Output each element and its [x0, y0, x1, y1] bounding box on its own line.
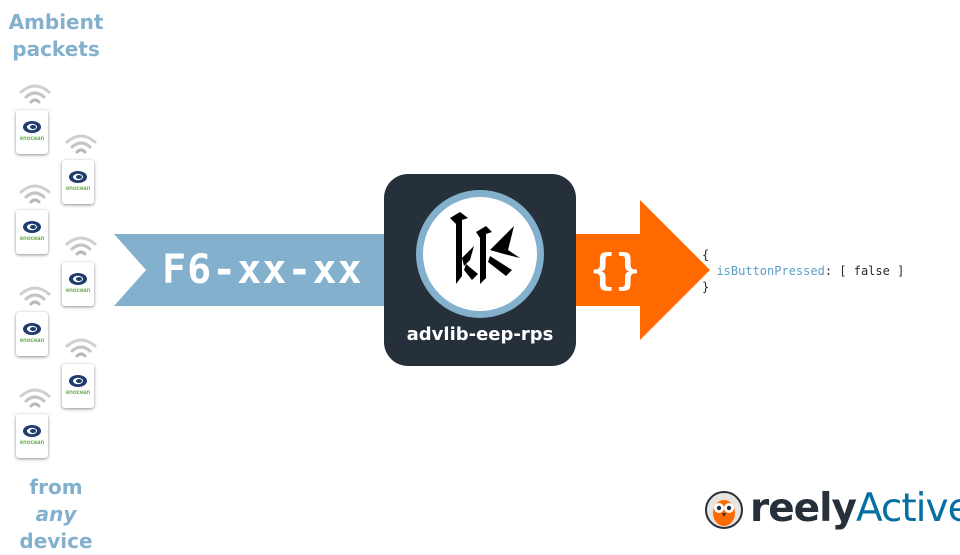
input-caption-line2: packets [12, 37, 100, 61]
advlib-logo-icon [416, 190, 544, 318]
enocean-device: enocean [16, 210, 48, 254]
brand-wordmark: reelyActive [750, 484, 960, 534]
enocean-logo-icon: enocean [66, 171, 90, 192]
wifi-signal-icon [65, 236, 97, 256]
device-brand-label: enocean [66, 288, 90, 294]
enocean-device: enocean [62, 364, 94, 408]
enocean-logo-icon: enocean [20, 425, 44, 446]
enocean-logo-icon: enocean [20, 221, 44, 242]
json-value: : [ false ] [824, 264, 905, 278]
brand-part2: Active [855, 486, 960, 531]
library-name: advlib-eep-rps [406, 324, 554, 345]
input-arrow [114, 200, 710, 340]
enocean-logo-icon: enocean [20, 323, 44, 344]
wifi-signal-icon [19, 84, 51, 104]
input-caption-line1: Ambient [8, 10, 104, 34]
library-box: advlib-eep-rps [384, 174, 576, 366]
enocean-logo-icon: enocean [20, 121, 44, 142]
enocean-device: enocean [62, 262, 94, 306]
owl-logo-icon [705, 491, 743, 529]
wifi-signal-icon [65, 134, 97, 154]
output-json: { isButtonPressed: [ false ] } [702, 247, 904, 295]
enocean-device: enocean [16, 312, 48, 356]
device-brand-label: enocean [20, 236, 44, 242]
device-brand-label: enocean [20, 136, 44, 142]
output-arrow [576, 200, 710, 340]
enocean-device: enocean [16, 110, 48, 154]
wifi-signal-icon [65, 338, 97, 358]
input-label: F6-xx-xx [162, 247, 363, 293]
json-close-brace: } [702, 280, 710, 294]
enocean-logo-icon: enocean [66, 375, 90, 396]
input-caption: Ambient packets [0, 9, 112, 63]
brand-part1: reely [750, 486, 857, 531]
wifi-signal-icon [19, 388, 51, 408]
output-label: {} [590, 245, 641, 294]
json-open-brace: { [702, 248, 710, 262]
json-key: isButtonPressed [716, 264, 825, 278]
enocean-logo-icon: enocean [66, 273, 90, 294]
device-brand-label: enocean [20, 338, 44, 344]
device-brand-label: enocean [66, 186, 90, 192]
device-brand-label: enocean [66, 390, 90, 396]
device-brand-label: enocean [20, 440, 44, 446]
source-caption-from: from [29, 475, 83, 499]
enocean-device: enocean [62, 160, 94, 204]
source-caption-any: any [35, 502, 77, 526]
wifi-signal-icon [19, 286, 51, 306]
wifi-signal-icon [19, 184, 51, 204]
enocean-device: enocean [16, 414, 48, 458]
